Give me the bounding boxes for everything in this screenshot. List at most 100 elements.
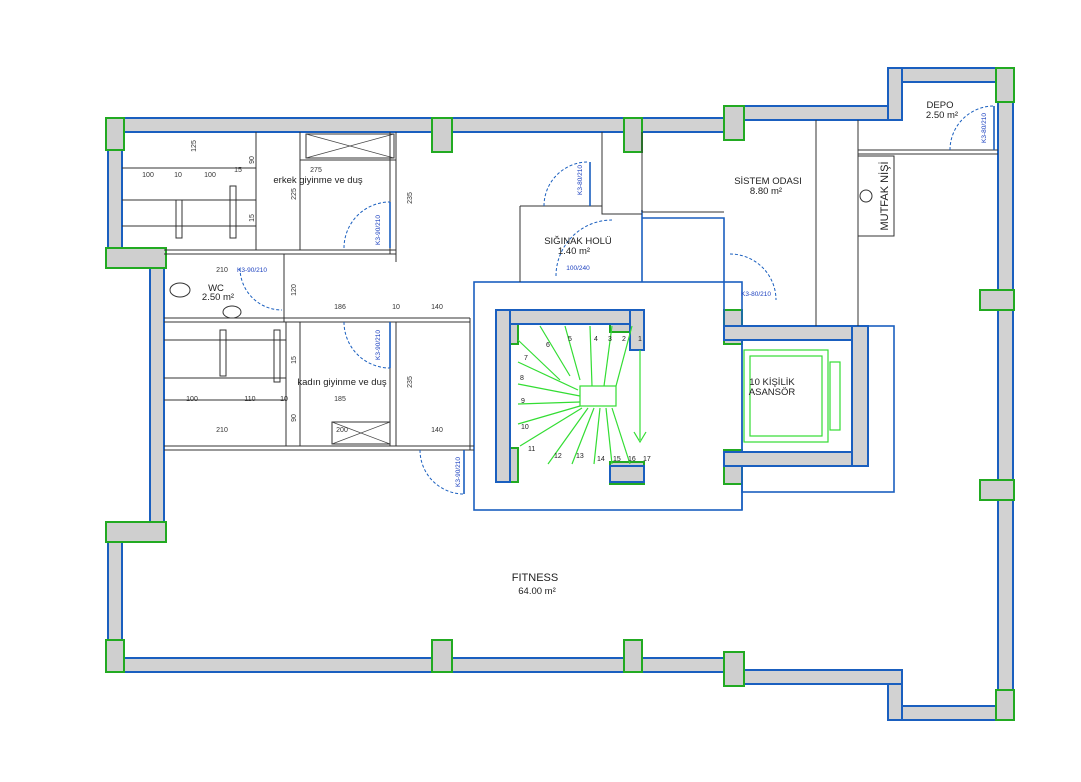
dimension-label: 100 (186, 396, 198, 403)
stair-tread (611, 407, 631, 465)
room-name-erkek: erkek giyinme ve duş (273, 175, 362, 186)
wall-bottom (107, 657, 743, 673)
stair-step-numbers: 1 2 3 4 5 6 7 8 9 10 11 12 13 14 15 16 1… (520, 336, 651, 463)
dimension-label: 10 (174, 172, 182, 179)
elevator-shaft-outline (741, 325, 895, 493)
column (105, 247, 167, 269)
stair-arrow (633, 431, 647, 444)
stair-tread (593, 407, 601, 465)
partitions-left (122, 132, 474, 451)
dimension-label: 10 (280, 396, 288, 403)
dimension-label: 275 (310, 167, 322, 174)
stair-step-number: 8 (520, 375, 524, 382)
dimension-label: 100 (204, 172, 216, 179)
dimension-label: 100 (142, 172, 154, 179)
room-area-depo: 2.50 m² (926, 110, 958, 121)
column (723, 105, 745, 141)
door-tag-wc: K3-90/210 (237, 267, 267, 274)
stair-step-number: 17 (643, 456, 651, 463)
dimension-label: 15 (249, 214, 256, 222)
bench (219, 329, 227, 377)
wall-depo-top (887, 67, 1014, 83)
door-swing (543, 161, 589, 207)
dimension-label: 125 (191, 140, 198, 152)
dimension-label: 15 (291, 356, 298, 364)
dimension-label: 235 (407, 192, 414, 204)
door-tag-erkek: K3-90/210 (375, 215, 382, 245)
elevator-wall-top (723, 325, 869, 341)
elevator-cabin (743, 349, 829, 443)
stair-step-number: 12 (554, 453, 562, 460)
room-name-asansor-2: ASANSÖR (749, 387, 796, 398)
stair-step-number: 3 (608, 336, 612, 343)
dimension-label: 186 (334, 304, 346, 311)
door-swing (729, 253, 777, 301)
column (105, 521, 167, 543)
stair-tread (517, 383, 581, 397)
shower-x (331, 421, 391, 445)
mutfak-counter (857, 155, 895, 237)
column (995, 689, 1015, 721)
column (995, 67, 1015, 103)
stair-step-number: 10 (521, 424, 529, 431)
room-name-siginak: SIĞINAK HOLÜ (544, 236, 612, 247)
elevator-wall-right (851, 325, 869, 467)
core-wall-top (495, 309, 645, 325)
room-area-wc: 2.50 m² (202, 292, 234, 303)
stair-tread (615, 325, 633, 387)
stair-tread (539, 325, 571, 377)
stair-tread (603, 325, 613, 387)
dimension-label: 15 (234, 167, 242, 174)
wall-bottom-right (887, 705, 1014, 721)
room-name-asansor-1: 10 KİŞİLİK (749, 377, 795, 388)
core-boundary (642, 217, 725, 330)
door-tag-siginak: 100/240 (566, 265, 590, 272)
room-name-sistem: SİSTEM ODASI (734, 176, 802, 187)
elevator-inner (749, 355, 823, 437)
core-wall-left (495, 309, 511, 483)
stair-step-number: 14 (597, 456, 605, 463)
door-tag-sistem: K3-80/210 (741, 291, 771, 298)
partition (601, 206, 642, 215)
elevator-counterweight (829, 361, 841, 431)
elevator-wall-bottom (723, 451, 869, 467)
stair-step-number: 16 (628, 456, 636, 463)
door-tags: K3-90/210 100/240 K3-80/210 K3-90/210 K3… (237, 113, 988, 487)
columns (105, 67, 1015, 721)
stair-tread (517, 405, 581, 425)
door-tag-kadin: K3-90/210 (375, 330, 382, 360)
door-swing (343, 201, 391, 249)
room-name-depo: DEPO (927, 100, 954, 111)
dimension-label: 235 (407, 376, 414, 388)
washbasin-icon (222, 305, 242, 319)
dimension-label: 200 (336, 427, 348, 434)
dimension-label: 110 (244, 396, 255, 403)
toilet-icon (169, 282, 191, 298)
column (623, 639, 643, 673)
room-name-mutfak: MUTFAK NİŞİ (878, 161, 891, 230)
shower-x (305, 133, 395, 159)
column (723, 651, 745, 687)
stair-step-number: 7 (524, 355, 528, 362)
stair-step-number: 1 (638, 336, 642, 343)
column (105, 639, 125, 673)
door-swing (949, 105, 995, 151)
wall-depo-left (887, 67, 903, 121)
door-tag-depo: K3-80/210 (981, 113, 988, 143)
door-swing (239, 267, 283, 311)
stair-step-number: 2 (622, 336, 626, 343)
room-labels: FITNESS 64.00 m² DEPO 2.50 m² SİSTEM ODA… (202, 100, 958, 597)
room-area-sistem: 8.80 m² (750, 186, 782, 197)
stair-tread (517, 361, 579, 391)
elevator (723, 325, 895, 493)
room-area-siginak: 1.40 m² (558, 246, 590, 257)
door-swing (555, 219, 613, 277)
door-tag-sistem-2: K3-80/210 (577, 165, 584, 195)
partitions-right (519, 120, 998, 326)
wall-right (997, 67, 1014, 719)
stair-tread (564, 325, 581, 381)
dimension-label: 140 (431, 427, 443, 434)
stair-step-number: 15 (613, 456, 621, 463)
sink-icon (859, 189, 873, 203)
